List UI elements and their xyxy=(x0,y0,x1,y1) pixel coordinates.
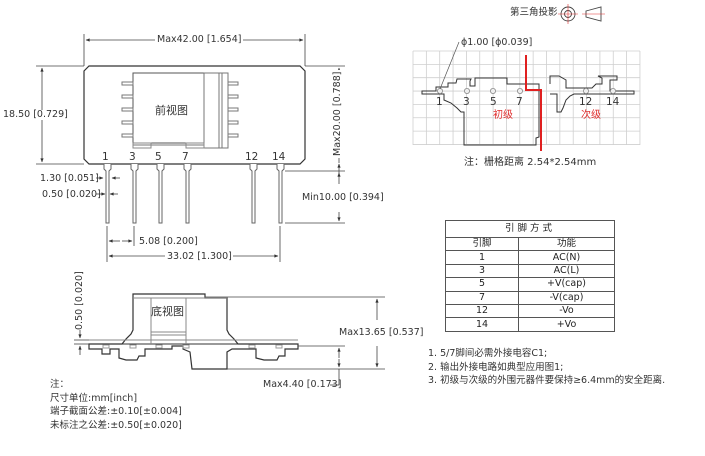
pin-function: -V(cap) xyxy=(518,290,615,305)
note-line: 1. 5/7脚间必需外接电容C1; xyxy=(428,348,548,359)
tolerance-notes: 注： 尺寸单位:mm[inch] 端子截面公差:±0.10[±0.004] 未标… xyxy=(50,378,182,432)
pin-hole xyxy=(463,88,470,95)
transformer-left-leads xyxy=(121,81,134,138)
pin-hole xyxy=(489,88,496,95)
front-pin-label: 1 xyxy=(102,151,109,163)
pin-number: 12 xyxy=(445,303,519,319)
note-line: 未标注之公差:±0.50[±0.020] xyxy=(50,419,182,431)
secondary-side-label: 次级 xyxy=(581,110,601,121)
dim-max-width: Max42.00 [1.654] xyxy=(155,34,244,45)
projection-label: 第三角投影 xyxy=(510,7,558,18)
application-notes: 1. 5/7脚间必需外接电容C1; 2. 输出外接电路如典型应用图1; 3. 初… xyxy=(428,347,665,388)
pin-hole xyxy=(436,88,443,95)
notes-heading: 注： xyxy=(50,379,70,390)
pin-hole xyxy=(517,88,524,95)
dim-max-height: Max20.00 [0.788] xyxy=(332,69,343,158)
front-view-label: 前视图 xyxy=(155,104,188,117)
hole-leader-line xyxy=(439,41,460,90)
transformer-right-leads xyxy=(227,81,239,138)
footprint-pin-label: 3 xyxy=(463,96,470,108)
isolation-divider xyxy=(525,55,542,151)
primary-side-label: 初级 xyxy=(493,110,513,121)
front-pin-label: 5 xyxy=(155,151,162,163)
dim-pin-span: 33.02 [1.300] xyxy=(166,251,233,262)
grid-spacing-note: 注：栅格距离 2.54*2.54mm xyxy=(464,157,597,168)
pin-number: 14 xyxy=(445,317,519,332)
pin-function: +Vo xyxy=(518,317,615,332)
dim-pin-length: Min10.00 [0.394] xyxy=(302,192,384,203)
footprint-pin-label: 14 xyxy=(606,96,620,108)
third-angle-projection-icon xyxy=(558,4,605,24)
bottom-view-label: 底视图 xyxy=(151,305,184,318)
footprint-pin-label: 7 xyxy=(516,96,523,108)
module-body-outline xyxy=(83,65,306,165)
dim-pin-pitch: 5.08 [0.200] xyxy=(139,236,198,247)
dim-pin-head-width: 1.30 [0.051] xyxy=(40,173,99,184)
bottom-view-outline xyxy=(88,293,299,370)
dim-total-height: Max13.65 [0.537] xyxy=(339,327,424,338)
pin-function: AC(L) xyxy=(518,263,615,279)
table-row: 7-V(cap) xyxy=(445,290,615,305)
front-pin-label: 3 xyxy=(129,151,136,163)
front-pin-label: 7 xyxy=(182,151,189,163)
pin-number: 5 xyxy=(445,277,519,292)
pin-number: 7 xyxy=(445,290,519,305)
pin-hole xyxy=(610,88,617,95)
front-pins xyxy=(103,164,285,224)
bottom-dimension-lines xyxy=(74,296,385,386)
front-pin-label: 12 xyxy=(245,151,259,163)
footprint-grid xyxy=(412,50,641,145)
dim-pin-width: 0.50 [0.020] xyxy=(42,189,101,200)
pin-table-header-pin: 引脚 xyxy=(445,236,519,252)
footprint-pin-label: 5 xyxy=(490,96,497,108)
pin-function: -Vo xyxy=(518,303,615,319)
pin-function: +V(cap) xyxy=(518,277,615,292)
pin-hole xyxy=(583,88,590,95)
footprint-outline xyxy=(421,75,635,146)
table-row: 5+V(cap) xyxy=(445,277,615,292)
note-line: 端子截面公差:±0.10[±0.004] xyxy=(50,406,182,417)
dim-board-thickness: 0.50 [0.020] xyxy=(74,271,85,330)
pin-number: 1 xyxy=(445,250,519,265)
dim-below-height: Max4.40 [0.173] xyxy=(263,379,342,390)
pin-table-title: 引脚方式 xyxy=(445,220,615,238)
pin-number: 3 xyxy=(445,263,519,279)
bottom-view xyxy=(88,293,299,370)
dim-body-height: 18.50 [0.729] xyxy=(3,109,68,120)
footprint-pin-label: 12 xyxy=(579,96,593,108)
table-row: 14+Vo xyxy=(445,317,615,332)
table-row: 12-Vo xyxy=(445,303,615,319)
pin-function: AC(N) xyxy=(518,250,615,265)
note-line: 尺寸单位:mm[inch] xyxy=(50,392,138,404)
footprint-pin-label: 1 xyxy=(436,96,443,108)
footprint-holes xyxy=(436,88,617,95)
front-view xyxy=(83,65,306,224)
note-line: 2. 输出外接电路如典型应用图1; xyxy=(428,361,564,373)
note-line: 3. 初级与次级的外围元器件要保持≥6.4mm的安全距离. xyxy=(428,375,666,386)
hole-diameter-label: ϕ1.00 [ϕ0.039] xyxy=(461,37,533,48)
transformer-side xyxy=(203,72,229,149)
front-pin-label: 14 xyxy=(272,151,286,163)
pin-table-header-function: 功能 xyxy=(518,236,615,252)
